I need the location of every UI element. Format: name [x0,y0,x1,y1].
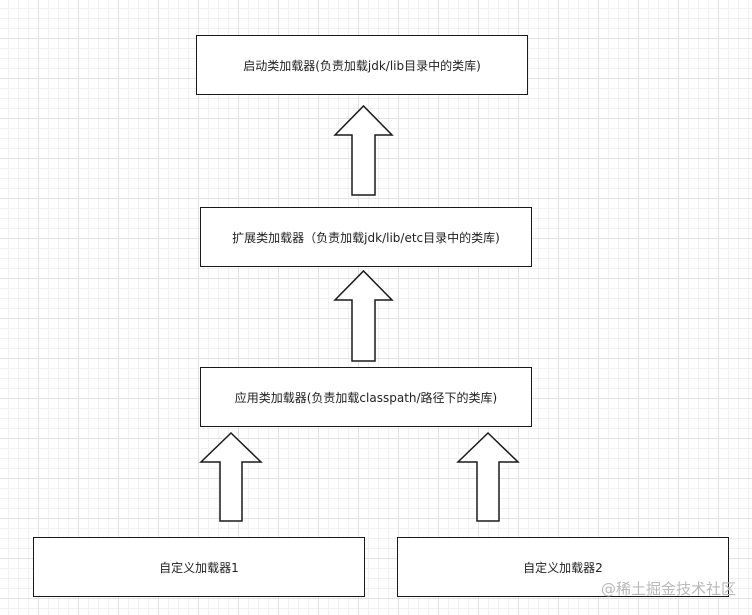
custom-loader-2-node: 自定义加载器2 [397,537,729,597]
bootstrap-classloader-node: 启动类加载器(负责加载jdk/lib目录中的类库) [196,35,528,95]
application-classloader-node: 应用类加载器(负责加载classpath/路径下的类库) [200,367,532,427]
application-classloader-label: 应用类加载器(负责加载classpath/路径下的类库) [234,390,498,405]
arrow-extension-to-bootstrap [333,104,394,196]
custom-loader-1-label: 自定义加载器1 [159,560,239,575]
custom-loader-1-node: 自定义加载器1 [33,537,365,597]
arrow-custom1-to-application [199,431,263,522]
arrow-custom2-to-application [456,431,520,522]
arrow-application-to-extension [333,269,394,362]
extension-classloader-node: 扩展类加载器（负责加载jdk/lib/etc目录中的类库) [200,207,532,267]
extension-classloader-label: 扩展类加载器（负责加载jdk/lib/etc目录中的类库) [232,230,500,245]
watermark-text: @稀土掘金技术社区 [600,580,736,598]
custom-loader-2-label: 自定义加载器2 [523,560,603,575]
bootstrap-classloader-label: 启动类加载器(负责加载jdk/lib目录中的类库) [243,58,481,73]
